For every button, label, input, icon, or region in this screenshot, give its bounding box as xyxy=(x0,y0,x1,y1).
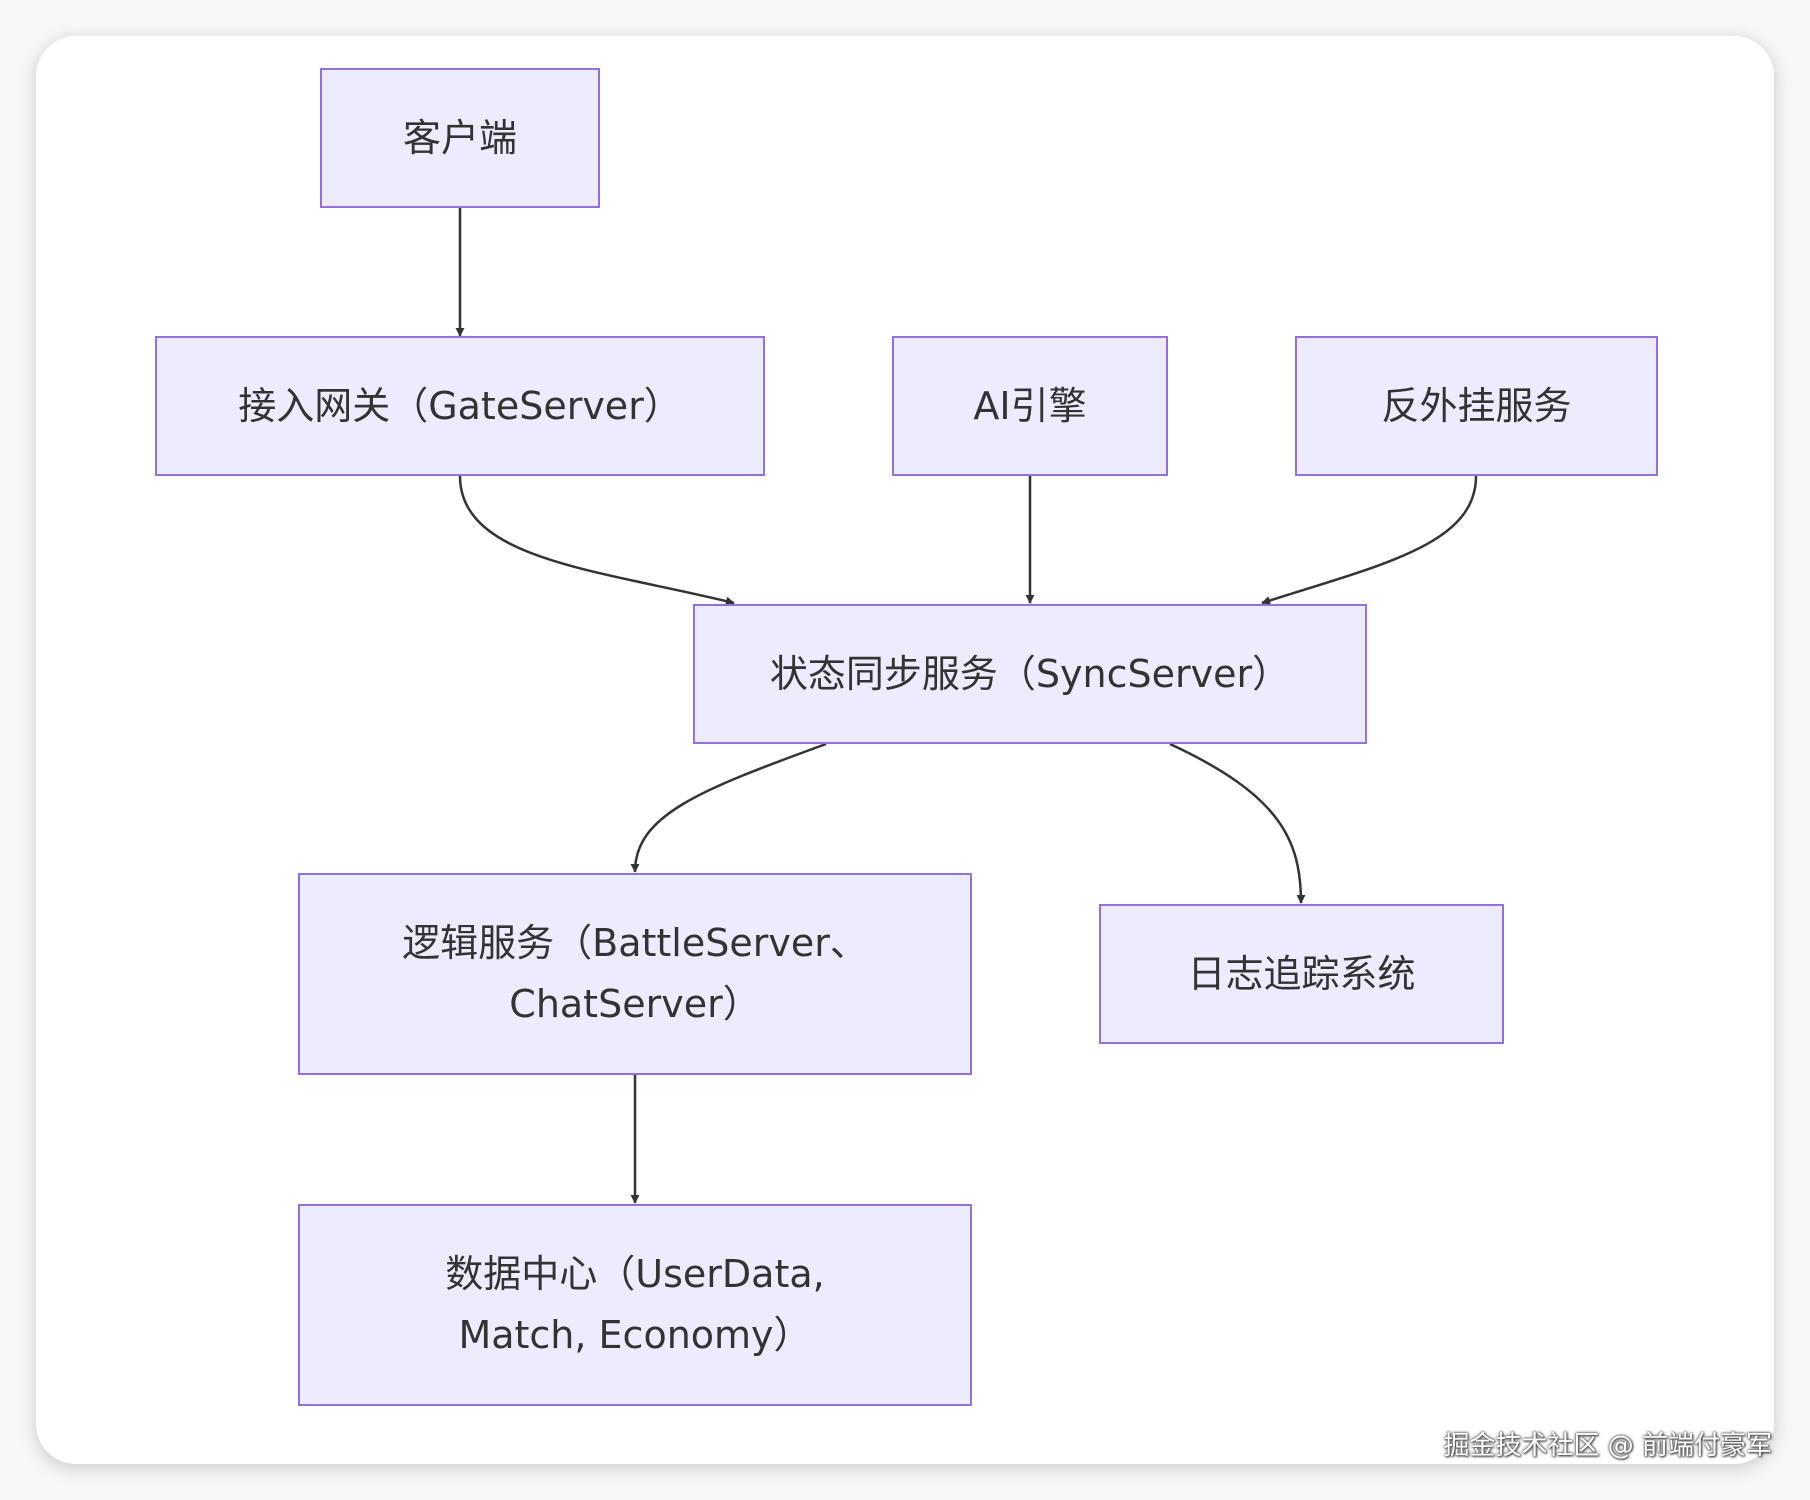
node-logic-server-label-line2: ChatServer） xyxy=(509,982,761,1026)
node-ai-engine[interactable]: AI引擎 xyxy=(892,336,1168,476)
node-log-tracing[interactable]: 日志追踪系统 xyxy=(1099,904,1504,1044)
node-anticheat[interactable]: 反外挂服务 xyxy=(1295,336,1658,476)
edge-sync-log xyxy=(1169,742,1306,904)
edge-anticheat-sync xyxy=(1261,475,1478,605)
node-ai-engine-label: AI引擎 xyxy=(973,383,1087,428)
node-anticheat-label: 反外挂服务 xyxy=(1381,383,1572,428)
node-client-label: 客户端 xyxy=(402,115,517,160)
node-logic-server-label-line1: 逻辑服务（BattleServer、 xyxy=(402,921,868,966)
node-client[interactable]: 客户端 xyxy=(320,68,600,208)
node-sync-server-label: 状态同步服务（SyncServer） xyxy=(769,651,1291,696)
watermark: 掘金技术社区 @ 前端付豪军 xyxy=(1443,1431,1772,1461)
node-data-center-label-line2: Match, Economy） xyxy=(458,1313,812,1357)
node-gateway[interactable]: 接入网关（GateServer） xyxy=(155,336,765,476)
node-logic-server[interactable]: 逻辑服务（BattleServer、 ChatServer） xyxy=(298,873,972,1075)
edge-gateway-sync xyxy=(458,475,735,606)
edge-sync-logic xyxy=(630,742,827,873)
node-gateway-label: 接入网关（GateServer） xyxy=(238,383,682,428)
node-sync-server[interactable]: 状态同步服务（SyncServer） xyxy=(693,604,1367,744)
node-data-center-label-line1: 数据中心（UserData, xyxy=(445,1252,825,1297)
node-data-center[interactable]: 数据中心（UserData, Match, Economy） xyxy=(298,1204,972,1406)
node-log-tracing-label: 日志追踪系统 xyxy=(1187,951,1416,996)
